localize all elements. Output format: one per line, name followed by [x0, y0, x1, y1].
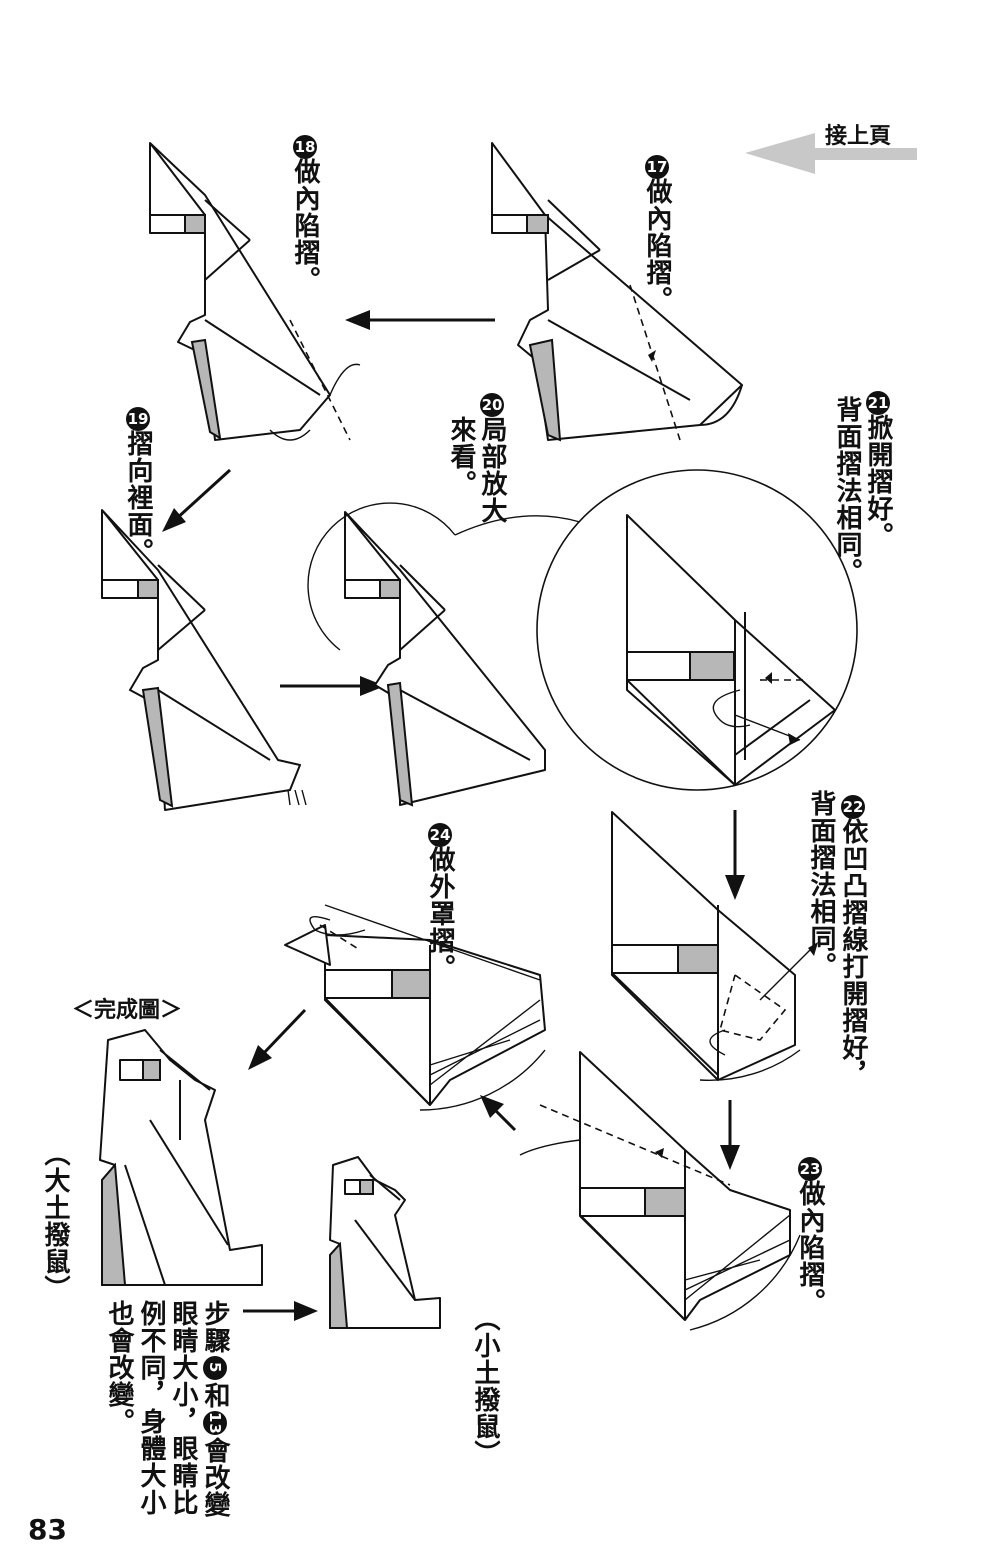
arrow-note-to-small	[243, 1301, 318, 1321]
note-column-4: 也會改變。	[104, 1300, 134, 1435]
step-18-text: 做內陷摺。	[290, 158, 320, 293]
step-17-figure	[491, 142, 743, 442]
finished-small-marmot	[329, 1156, 441, 1329]
finished-label: ＜完成圖＞	[72, 998, 183, 1023]
step-23-text: 做內陷摺。	[795, 1180, 825, 1315]
finished-large-caption: （大土撥鼠）	[40, 1140, 70, 1302]
step-23-figure	[519, 1051, 801, 1331]
finished-large-marmot	[99, 1029, 263, 1286]
step-19-figure	[101, 509, 307, 811]
arrow-17-to-18	[345, 310, 495, 330]
step-20-figure	[307, 502, 581, 807]
arrow-to-23	[720, 1100, 740, 1170]
step-20-text: 局部放大	[477, 416, 507, 524]
note-num-13: 13	[203, 1411, 227, 1435]
arrow-to-22	[725, 810, 745, 900]
step-20-number: 20	[477, 388, 507, 417]
step-21-text: 掀開摺好。	[863, 414, 893, 549]
step-22-text: 依凹凸摺線打開摺好，	[838, 818, 868, 1088]
step-18-figure	[149, 142, 361, 441]
step-18-number: 18	[290, 130, 320, 159]
arrow-to-19	[162, 468, 232, 532]
arrow-23-to-24	[480, 1095, 517, 1132]
step-21-figure	[536, 469, 858, 791]
note-text-c: 會改變	[200, 1437, 230, 1518]
note-num-5: 5	[203, 1356, 227, 1380]
note-column-3: 例不同，身體大小	[136, 1300, 166, 1516]
step-17-text: 做內陷摺。	[642, 178, 672, 313]
step-19-text: 摺向裡面。	[123, 430, 153, 565]
step-24-number: 24	[425, 818, 455, 847]
note-column-1: 步驟5和13會改變	[200, 1300, 230, 1518]
continue-arrow-icon	[745, 133, 917, 174]
continue-label: 接上頁	[825, 124, 892, 149]
arrow-24-to-finished	[248, 1008, 307, 1070]
step-22-number: 22	[838, 790, 868, 819]
note-column-2: 眼睛大小，眼睛比	[168, 1300, 198, 1516]
note-text-b: 和	[200, 1382, 230, 1409]
step-19-number: 19	[123, 402, 153, 431]
note-text-a: 步驟	[200, 1300, 230, 1354]
arrow-19-to-20	[280, 676, 385, 696]
step-21-text-2: 背面摺法相同。	[832, 396, 862, 585]
step-22-figure	[611, 811, 818, 1082]
step-20-text-2: 來看。	[446, 416, 476, 497]
step-22-text-2: 背面摺法相同。	[806, 790, 836, 979]
step-24-text: 做外罩摺。	[425, 846, 455, 981]
step-24-figure	[284, 904, 546, 1111]
finished-small-caption: （小土撥鼠）	[470, 1305, 500, 1467]
step-23-number: 23	[795, 1152, 825, 1181]
step-21-number: 21	[863, 386, 893, 415]
page-number: 83	[28, 1513, 67, 1546]
step-17-number: 17	[642, 150, 672, 179]
